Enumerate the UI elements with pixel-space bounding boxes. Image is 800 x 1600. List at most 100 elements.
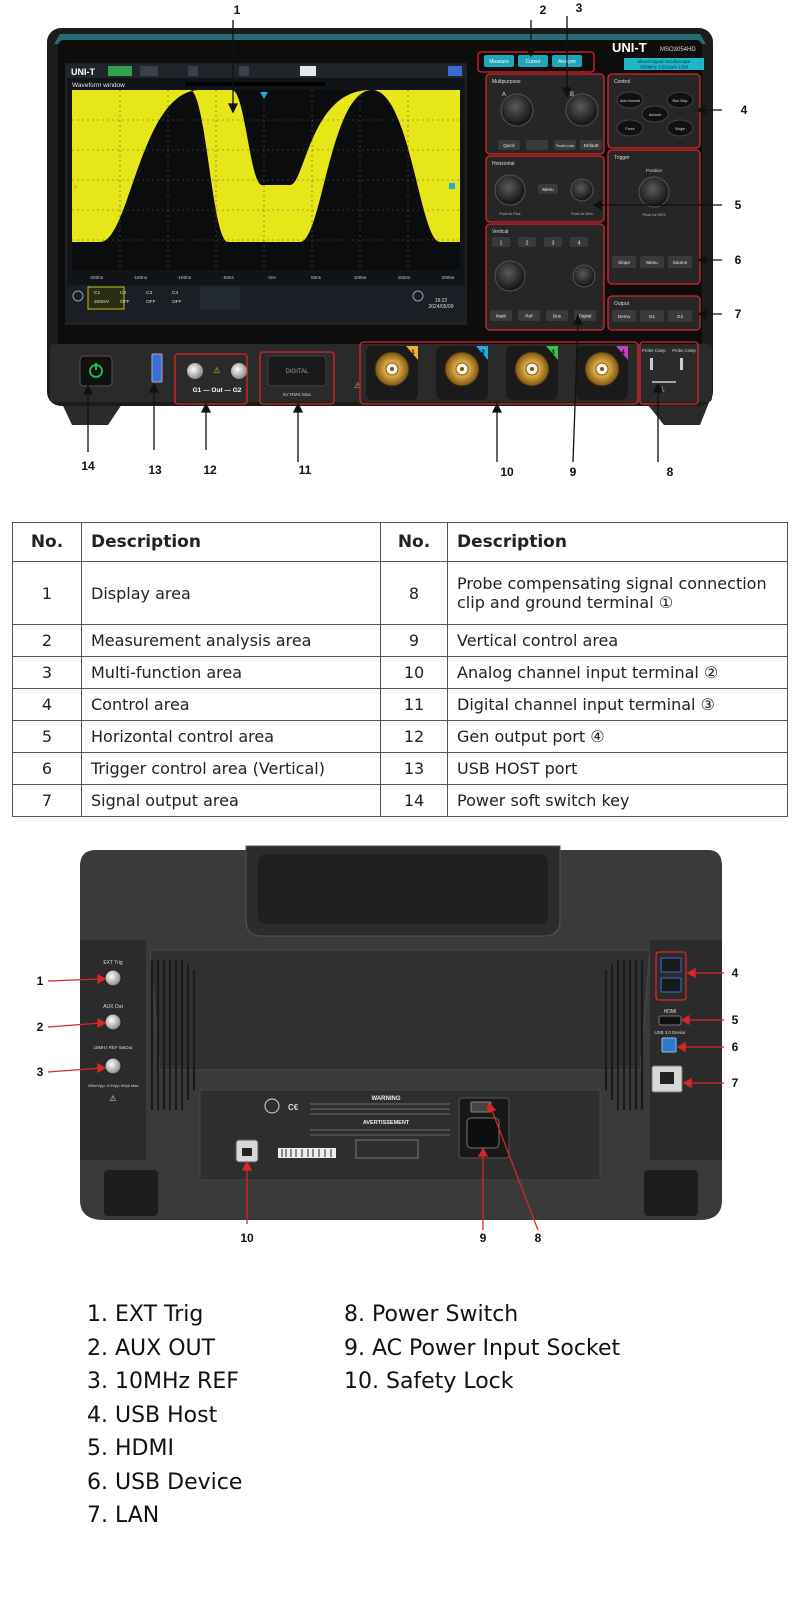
settings-icon[interactable] [412, 290, 424, 302]
horizontal-menu-button[interactable] [538, 184, 558, 194]
rear-callout-7: 7 [732, 1076, 739, 1090]
print-button[interactable] [526, 140, 548, 150]
knob-b[interactable] [565, 93, 599, 127]
digital-input-port[interactable] [267, 355, 327, 387]
warning-title-fr: AVERTISSEMENT [363, 1120, 410, 1126]
table-cell-description: USB HOST port [447, 752, 788, 785]
vertical-button-label: Digital [579, 314, 592, 319]
time-tick-label: -100ns [177, 275, 192, 280]
rear-legend-item: 10. Safety Lock [344, 1369, 514, 1394]
single-button[interactable] [666, 119, 694, 137]
home-icon[interactable] [72, 290, 84, 302]
output-g1-button[interactable] [640, 310, 664, 322]
hdmi-port[interactable] [658, 1015, 682, 1026]
math-button[interactable] [490, 310, 512, 321]
rear-left-foot [104, 1170, 158, 1216]
screen-menu-icon[interactable] [448, 66, 462, 76]
ch1-status[interactable] [87, 286, 125, 310]
rear-right-foot [644, 1170, 698, 1216]
ac-power-socket[interactable] [466, 1117, 500, 1149]
trigger-level-knob[interactable] [638, 176, 670, 208]
svg-text:C€: C€ [288, 1103, 299, 1112]
knob-a[interactable] [500, 93, 534, 127]
table-cell-number: 11 [380, 688, 448, 721]
auto-normal-button[interactable] [616, 91, 644, 109]
front-callout-10: 10 [500, 465, 514, 479]
gen-output-g2[interactable] [231, 363, 247, 379]
measure-button[interactable] [484, 55, 514, 67]
time-tick-label: 100ns [354, 275, 367, 280]
channel1-offset-marker[interactable] [74, 184, 78, 190]
ext-trig-label: EXT Trig [103, 960, 123, 966]
rear-callout-2: 2 [37, 1020, 44, 1034]
channel-3-button[interactable] [544, 237, 562, 247]
vertical-position-knob[interactable] [572, 264, 596, 288]
probe-comp-clip-1[interactable] [650, 358, 653, 370]
time-tick-label: -200ns [89, 275, 104, 280]
probe-comp-clip-2[interactable] [680, 358, 683, 370]
table-cell-number: 14 [380, 784, 448, 817]
trigger-level-marker[interactable] [449, 183, 455, 189]
run-stop-label: Run Stop [673, 99, 688, 103]
table-header-no-1: No. [12, 522, 82, 562]
trigger-source-button[interactable] [668, 256, 692, 268]
default-button[interactable] [580, 140, 602, 150]
channel-status-name: C4 [172, 290, 178, 296]
table-cell-description: Horizontal control area [81, 720, 381, 753]
touch-lock-button[interactable] [554, 140, 576, 150]
rear-usb-host-1[interactable] [660, 957, 682, 973]
spec-line: 500MHz 2.5GSa/s 12bit [640, 65, 689, 70]
vertical-scale-knob[interactable] [494, 260, 526, 292]
table-cell-number: 12 [380, 720, 448, 753]
table-cell-number: 5 [12, 720, 82, 753]
horizontal-position-knob[interactable] [570, 178, 594, 202]
h-push-fine: Push to Fine [499, 212, 520, 216]
channel-4-button[interactable] [570, 237, 588, 247]
probe-comp-label-1: Probe Comp [642, 348, 666, 353]
run-stop-button[interactable] [666, 91, 694, 109]
table-cell-number: 4 [12, 688, 82, 721]
power-button[interactable] [79, 355, 113, 387]
table-cell-description: Probe compensating signal connection cli… [447, 561, 788, 625]
horizontal-scale-knob[interactable] [494, 174, 526, 206]
ref-connector[interactable] [104, 1057, 122, 1075]
usb-host-port[interactable] [151, 353, 163, 383]
knob-a-label: A [502, 92, 506, 98]
front-callout-11: 11 [299, 463, 312, 477]
trigger-slope-button[interactable] [612, 256, 636, 268]
measure-button-label: Measure [489, 59, 509, 65]
left-vent [150, 960, 196, 1110]
channel-button-label: 4 [578, 241, 581, 247]
trigger-position-marker[interactable] [260, 92, 268, 99]
screen-toolbar [66, 64, 466, 78]
usb-device-port[interactable] [661, 1037, 677, 1053]
aux-out-connector[interactable] [104, 1013, 122, 1031]
quick-button[interactable] [498, 140, 520, 150]
force-label: Force [625, 127, 634, 131]
front-callout-6: 6 [735, 253, 742, 267]
trigger-menu-button[interactable] [640, 256, 664, 268]
ref-button[interactable] [518, 310, 540, 321]
ext-trig-connector[interactable] [104, 969, 122, 987]
table-cell-description: Control area [81, 688, 381, 721]
output-g2-button[interactable] [668, 310, 692, 322]
output-demo-button[interactable] [612, 310, 636, 322]
channel-2-button[interactable] [518, 237, 536, 247]
la-status[interactable] [200, 287, 240, 309]
force-button[interactable] [616, 119, 644, 137]
rear-usb-host-2[interactable] [660, 977, 682, 993]
channel-1-button[interactable] [492, 237, 510, 247]
table-cell-number: 2 [12, 624, 82, 657]
time-tick-label: -50ns [222, 275, 234, 280]
autoset-button[interactable] [641, 105, 669, 123]
front-callout-14: 14 [81, 459, 95, 473]
bus-button[interactable] [546, 310, 568, 321]
waveform-window-label: Waveform window [72, 82, 125, 89]
cursor-button[interactable] [518, 55, 548, 67]
gen-output-g1[interactable] [187, 363, 203, 379]
